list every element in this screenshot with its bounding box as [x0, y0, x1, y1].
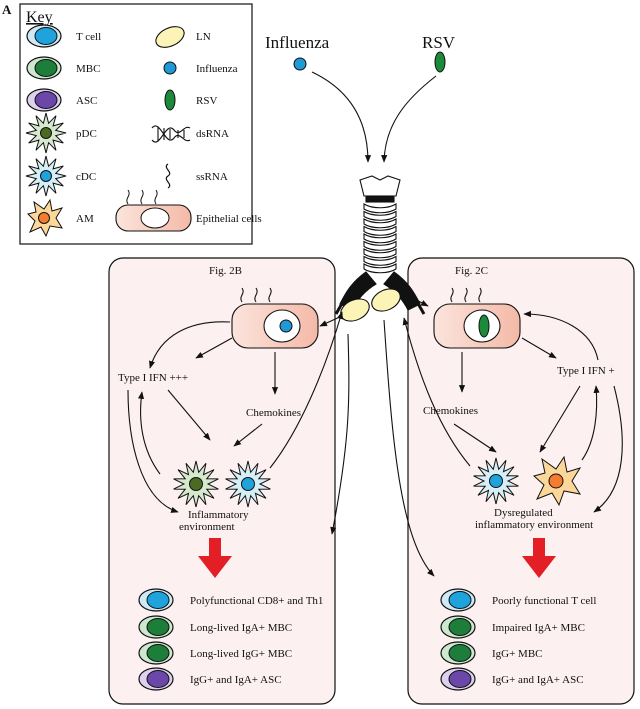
key-label-mbc: MBC — [76, 63, 100, 75]
right-outcome-t-cell-icon — [440, 588, 476, 612]
left-outcome-3: Long-lived IgG+ MBC — [190, 648, 292, 660]
panel-label: A — [2, 2, 12, 17]
influenza-label: Influenza — [265, 33, 330, 52]
rsv-icon — [164, 89, 176, 111]
asc-icon — [26, 88, 62, 112]
left-ifn-label: Type I IFN +++ — [118, 372, 188, 384]
left-outcome-4: IgG+ and IgA+ ASC — [190, 674, 282, 686]
rsv-label: RSV — [422, 33, 456, 52]
left-red-down-arrow — [198, 538, 232, 578]
cdc-icon — [25, 155, 67, 197]
rsv-entry-arrow — [381, 75, 437, 163]
key-label-am: AM — [76, 213, 94, 225]
left-pdc-cell — [173, 460, 219, 508]
trachea-ring — [363, 210, 397, 221]
influenza-virus-icon — [293, 57, 307, 71]
right-chemokines-label: Chemokines — [423, 405, 478, 417]
right-outcome-2: Impaired IgA+ MBC — [492, 622, 585, 634]
key-box: Key T cell MBC ASC pDC cDC — [19, 3, 262, 245]
right-environment-line2: inflammatory environment — [475, 519, 593, 531]
trachea-ring — [363, 218, 397, 229]
key-label-rsv: RSV — [196, 95, 217, 107]
right-outcome-mbc-iga-icon — [440, 615, 476, 639]
right-outcome-mbc-igg-icon — [440, 641, 476, 665]
rsv-virus-icon — [434, 51, 446, 73]
trachea-ring — [363, 233, 397, 244]
left-environment-line1: Inflammatory — [188, 509, 249, 521]
key-label-t-cell: T cell — [76, 31, 101, 43]
trachea-ring — [363, 255, 397, 266]
trachea-ring — [363, 248, 397, 259]
left-environment-line2: environment — [179, 521, 235, 533]
left-panel-title: Fig. 2B — [209, 265, 242, 277]
key-title: Key — [26, 9, 53, 26]
epithelial-cell-icon — [115, 189, 192, 232]
lymph-node-right — [371, 288, 401, 312]
trachea-ring — [363, 203, 397, 214]
key-label-epithelial: Epithelial cells — [196, 213, 262, 225]
influenza-icon — [163, 61, 177, 75]
right-cdc-cell — [473, 457, 519, 505]
influenza-entry-arrow — [311, 71, 372, 163]
ln-icon — [155, 26, 185, 48]
am-icon — [27, 198, 64, 238]
right-ifn-label: Type I IFN + — [557, 365, 615, 377]
left-outcome-t-cell-icon — [138, 588, 174, 612]
left-epithelial-cell — [231, 287, 319, 349]
key-label-influenza: Influenza — [196, 63, 238, 75]
right-panel-arrows — [383, 291, 623, 577]
key-label-asc: ASC — [76, 95, 97, 107]
right-environment-line1: Dysregulated — [494, 507, 553, 519]
right-outcome-asc-icon — [440, 667, 476, 691]
right-epithelial-cell — [433, 287, 521, 349]
dsrna-icon — [151, 125, 191, 143]
left-outcome-mbc-iga-icon — [138, 615, 174, 639]
right-outcome-1: Poorly functional T cell — [492, 595, 596, 607]
left-cdc-cell — [225, 460, 271, 508]
left-panel-arrows — [127, 311, 350, 535]
left-outcome-1: Polyfunctional CD8+ and Th1 — [190, 595, 323, 607]
t-cell-icon — [26, 24, 62, 48]
right-outcome-3: IgG+ MBC — [492, 648, 543, 660]
trachea-ring — [363, 225, 397, 236]
left-outcome-mbc-igg-icon — [138, 641, 174, 665]
left-outcome-asc-icon — [138, 667, 174, 691]
trachea-ring — [363, 263, 397, 274]
right-outcome-4: IgG+ and IgA+ ASC — [492, 674, 584, 686]
right-panel-title: Fig. 2C — [455, 265, 488, 277]
ssrna-icon — [165, 163, 171, 189]
left-outcome-2: Long-lived IgA+ MBC — [190, 622, 292, 634]
pdc-icon — [25, 112, 67, 154]
left-chemokines-label: Chemokines — [246, 407, 301, 419]
right-red-down-arrow — [522, 538, 556, 578]
key-label-ssrna: ssRNA — [196, 171, 228, 183]
key-label-dsrna: dsRNA — [196, 128, 229, 140]
key-label-pdc: pDC — [76, 128, 97, 140]
trachea-ring — [363, 240, 397, 251]
mbc-icon — [26, 56, 62, 80]
key-label-ln: LN — [196, 31, 211, 43]
right-am-cell — [532, 455, 582, 507]
key-label-cdc: cDC — [76, 171, 96, 183]
